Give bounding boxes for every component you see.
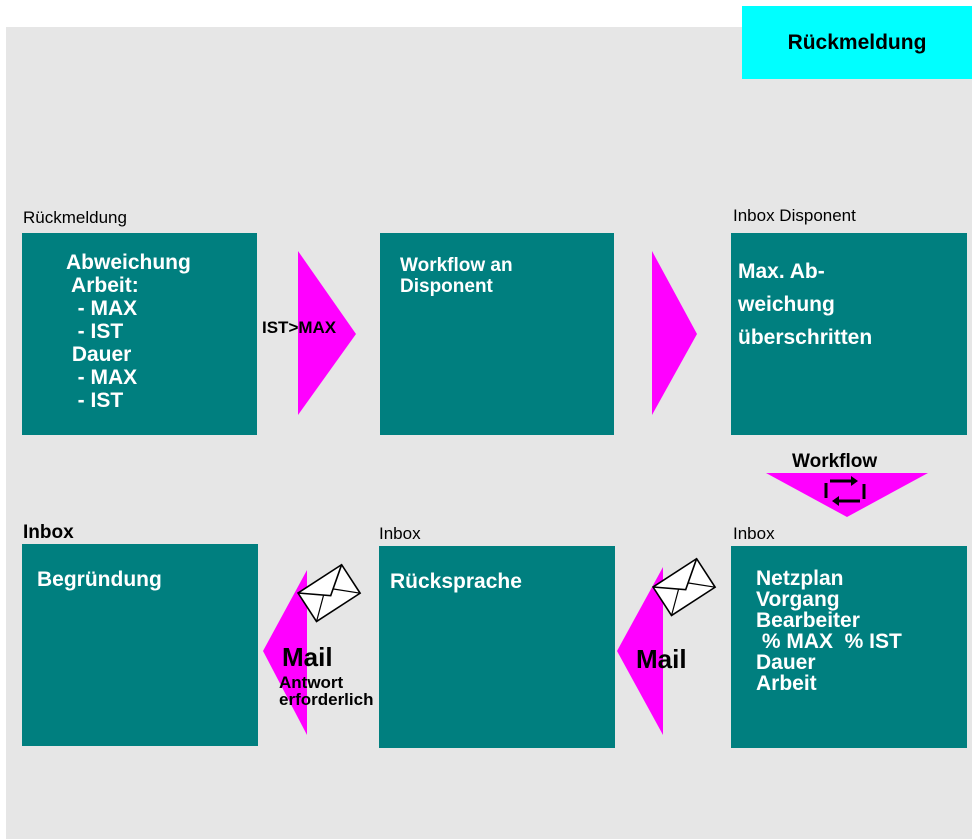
- step1-line: - MAX: [66, 297, 138, 320]
- arrow-step5-to-step6: [263, 570, 307, 735]
- cycle-icon: [824, 476, 866, 506]
- arrow-step3-to-step4: [766, 473, 928, 517]
- step1-box: Abweichung Arbeit: - MAX - IST Dauer - M…: [22, 233, 257, 435]
- step5-box: Rücksprache: [379, 546, 615, 748]
- workflow-label: Workflow: [792, 451, 878, 472]
- step4-line: Vorgang: [756, 588, 840, 611]
- step4-line: Bearbeiter: [756, 609, 860, 632]
- mail-reply-label: Mail: [282, 642, 333, 672]
- reply-note-line: erforderlich: [279, 690, 374, 709]
- step6-line: Begründung: [37, 568, 162, 591]
- step2-box: Workflow an Disponent: [380, 233, 614, 435]
- step3-line: weichung: [738, 293, 835, 316]
- step4-line: Dauer: [756, 651, 816, 674]
- envelope-icon: [296, 563, 362, 623]
- step4-line: Netzplan: [756, 567, 844, 590]
- step3-line: Max. Ab-: [738, 260, 825, 283]
- condition-label: IST>MAX: [262, 318, 337, 337]
- arrow-step4-to-step5: [617, 567, 663, 735]
- step1-line: - IST: [66, 320, 124, 343]
- arrow-step2-to-step3: [652, 251, 697, 415]
- step4-label: Inbox: [733, 524, 775, 543]
- step5-label: Inbox: [379, 524, 421, 543]
- step4-line: Arbeit: [756, 672, 817, 695]
- step3-label: Inbox Disponent: [733, 206, 856, 225]
- mail-label: Mail: [636, 644, 687, 674]
- step6-label: Inbox: [23, 522, 74, 543]
- step1-line: - IST: [66, 389, 124, 412]
- reply-required-note: Antwort erforderlich: [279, 674, 373, 708]
- envelope-icon: [651, 557, 717, 617]
- step4-line: % MAX % IST: [756, 630, 902, 653]
- step2-line: Workflow an: [400, 255, 513, 276]
- arrow-step1-to-step2: [298, 251, 356, 415]
- step1-line: Dauer: [66, 343, 132, 366]
- step5-line: Rücksprache: [390, 570, 522, 593]
- step1-line: Arbeit:: [66, 274, 139, 297]
- step1-line: - MAX: [66, 366, 138, 389]
- step6-box: Begründung: [22, 544, 258, 746]
- step3-line: überschritten: [738, 326, 873, 349]
- step4-box: Netzplan Vorgang Bearbeiter % MAX % IST …: [731, 546, 967, 748]
- step1-line: Abweichung: [66, 251, 191, 274]
- reply-note-line: Antwort: [279, 673, 344, 692]
- step3-box: Max. Ab- weichung überschritten: [731, 233, 967, 435]
- title-badge: Rückmeldung: [742, 6, 972, 79]
- step2-line: Disponent: [400, 276, 493, 297]
- step1-label: Rückmeldung: [23, 208, 127, 227]
